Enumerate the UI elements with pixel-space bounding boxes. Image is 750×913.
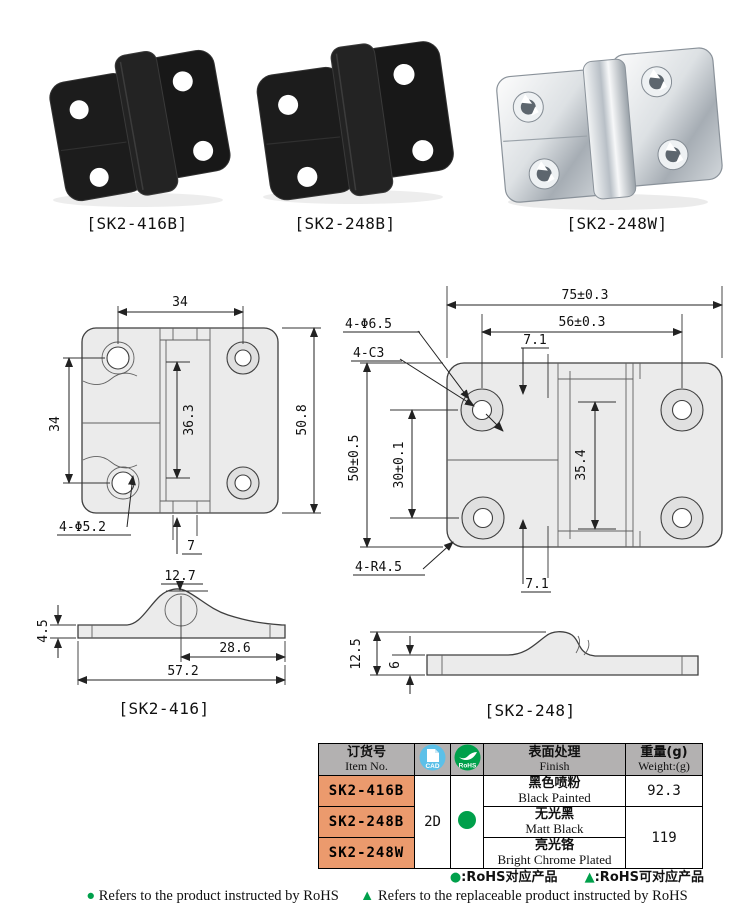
- front-view-drawing-sk2-248: 75±0.3 56±0.3 7.1 4-Φ6.5 4-C3 50±0.5 30±…: [343, 286, 723, 593]
- rohs-mark-cell: [450, 775, 484, 869]
- dim-holes-v: 30±0.1: [392, 442, 407, 489]
- finish-cell: 亮光铬 Bright Chrome Plated: [483, 837, 626, 869]
- dim-plate-thickness: 6: [388, 661, 403, 669]
- table-row: SK2-416B 2D 黑色喷粉 Black Painted 92.3: [318, 775, 703, 869]
- rohs-icon: RoHS: [454, 744, 480, 771]
- product-photo-sk2-248b: [256, 41, 454, 204]
- dim-plate-thickness: 4.5: [36, 619, 51, 642]
- table-row: SK2-248B 无光黑 Matt Black 119: [318, 806, 703, 869]
- item-cell: SK2-416B: [318, 775, 415, 807]
- front-view-drawing-sk2-416: 34 34 36.3 50.8 4-Φ5.2 7: [48, 295, 321, 555]
- weight-cell: 92.3: [625, 775, 703, 807]
- hole-bottom-right: [660, 496, 704, 540]
- hole-bottom-left: [461, 496, 505, 540]
- rohs-dot-glyph: ●: [86, 888, 96, 904]
- dim-width: 75±0.3: [562, 288, 609, 303]
- dim-height: 50±0.5: [347, 435, 362, 482]
- cad-type-cell: 2D: [414, 775, 451, 869]
- rohs-triangle-glyph: ▲: [360, 888, 375, 904]
- product-photo-sk2-248w: [496, 47, 723, 210]
- finish-cell: 无光黑 Matt Black: [483, 806, 626, 838]
- dim-offset-top: 7.1: [523, 333, 546, 348]
- item-cell: SK2-248B: [318, 806, 415, 838]
- side-view-drawing-sk2-248: 12.5 6: [349, 631, 699, 694]
- dim-knuckle-height: 12.5: [349, 638, 364, 669]
- product-label-sk2-248w: [SK2-248W]: [566, 214, 668, 233]
- holes-callout: 4-Φ5.2: [59, 520, 106, 535]
- rohs-dot-glyph: ●: [449, 870, 462, 885]
- header-weight: 重量(g) Weight:(g): [625, 743, 703, 776]
- rohs-triangle-glyph: ▲: [584, 870, 595, 885]
- cad-icon: CAD: [419, 744, 446, 771]
- dim-tab: 7: [187, 539, 195, 554]
- table-row: SK2-248W 亮光铬 Bright Chrome Plated: [318, 837, 703, 869]
- dim-knuckle-height: 12.7: [164, 569, 195, 584]
- header-finish: 表面处理 Finish: [483, 743, 626, 776]
- table-header-row: 订货号 Item No. CAD RoHS: [318, 743, 703, 776]
- spec-table: 订货号 Item No. CAD RoHS: [318, 743, 703, 869]
- header-rohs: RoHS: [450, 743, 484, 776]
- product-photo-sk2-416b: [49, 49, 231, 207]
- dim-barrel: 36.3: [182, 404, 197, 435]
- dim-barrel: 35.4: [574, 449, 589, 480]
- drawing-label-sk2-416: [SK2-416]: [118, 699, 210, 718]
- product-label-sk2-416b: [SK2-416B]: [86, 214, 188, 233]
- drawing-label-sk2-248: [SK2-248]: [484, 701, 576, 720]
- dim-top: 34: [172, 295, 188, 310]
- rohs-legend-cn: ●:RoHS对应产品 ▲:RoHS可对应产品: [449, 870, 704, 885]
- header-item-no: 订货号 Item No.: [318, 743, 415, 776]
- product-label-sk2-248b: [SK2-248B]: [294, 214, 396, 233]
- rohs-legend-en: ● Refers to the product instructed by Ro…: [86, 888, 688, 904]
- dim-left: 34: [48, 416, 63, 432]
- weight-cell: 119: [625, 806, 703, 869]
- rohs-dot-icon: [458, 811, 476, 829]
- header-cad: CAD: [414, 743, 451, 776]
- svg-text:CAD: CAD: [425, 763, 439, 770]
- hole-top-right: [660, 388, 704, 432]
- item-cell: SK2-248W: [318, 837, 415, 869]
- spec-table-container: 订货号 Item No. CAD RoHS: [318, 743, 703, 869]
- dim-length: 57.2: [167, 664, 198, 679]
- finish-cell: 黑色喷粉 Black Painted: [483, 775, 626, 807]
- svg-text:RoHS: RoHS: [458, 763, 476, 770]
- side-view-drawing-sk2-416: 12.7 4.5 28.6 57.2: [36, 569, 286, 685]
- dim-offset-bottom: 7.1: [525, 577, 548, 592]
- chamfer-callout: 4-C3: [353, 346, 384, 361]
- holes-callout: 4-Φ6.5: [345, 317, 392, 332]
- dim-height: 50.8: [295, 404, 310, 435]
- countersunk-holes: [512, 66, 689, 190]
- dim-offset: 28.6: [219, 641, 250, 656]
- radius-callout: 4-R4.5: [355, 560, 402, 575]
- dim-holes-h: 56±0.3: [559, 315, 606, 330]
